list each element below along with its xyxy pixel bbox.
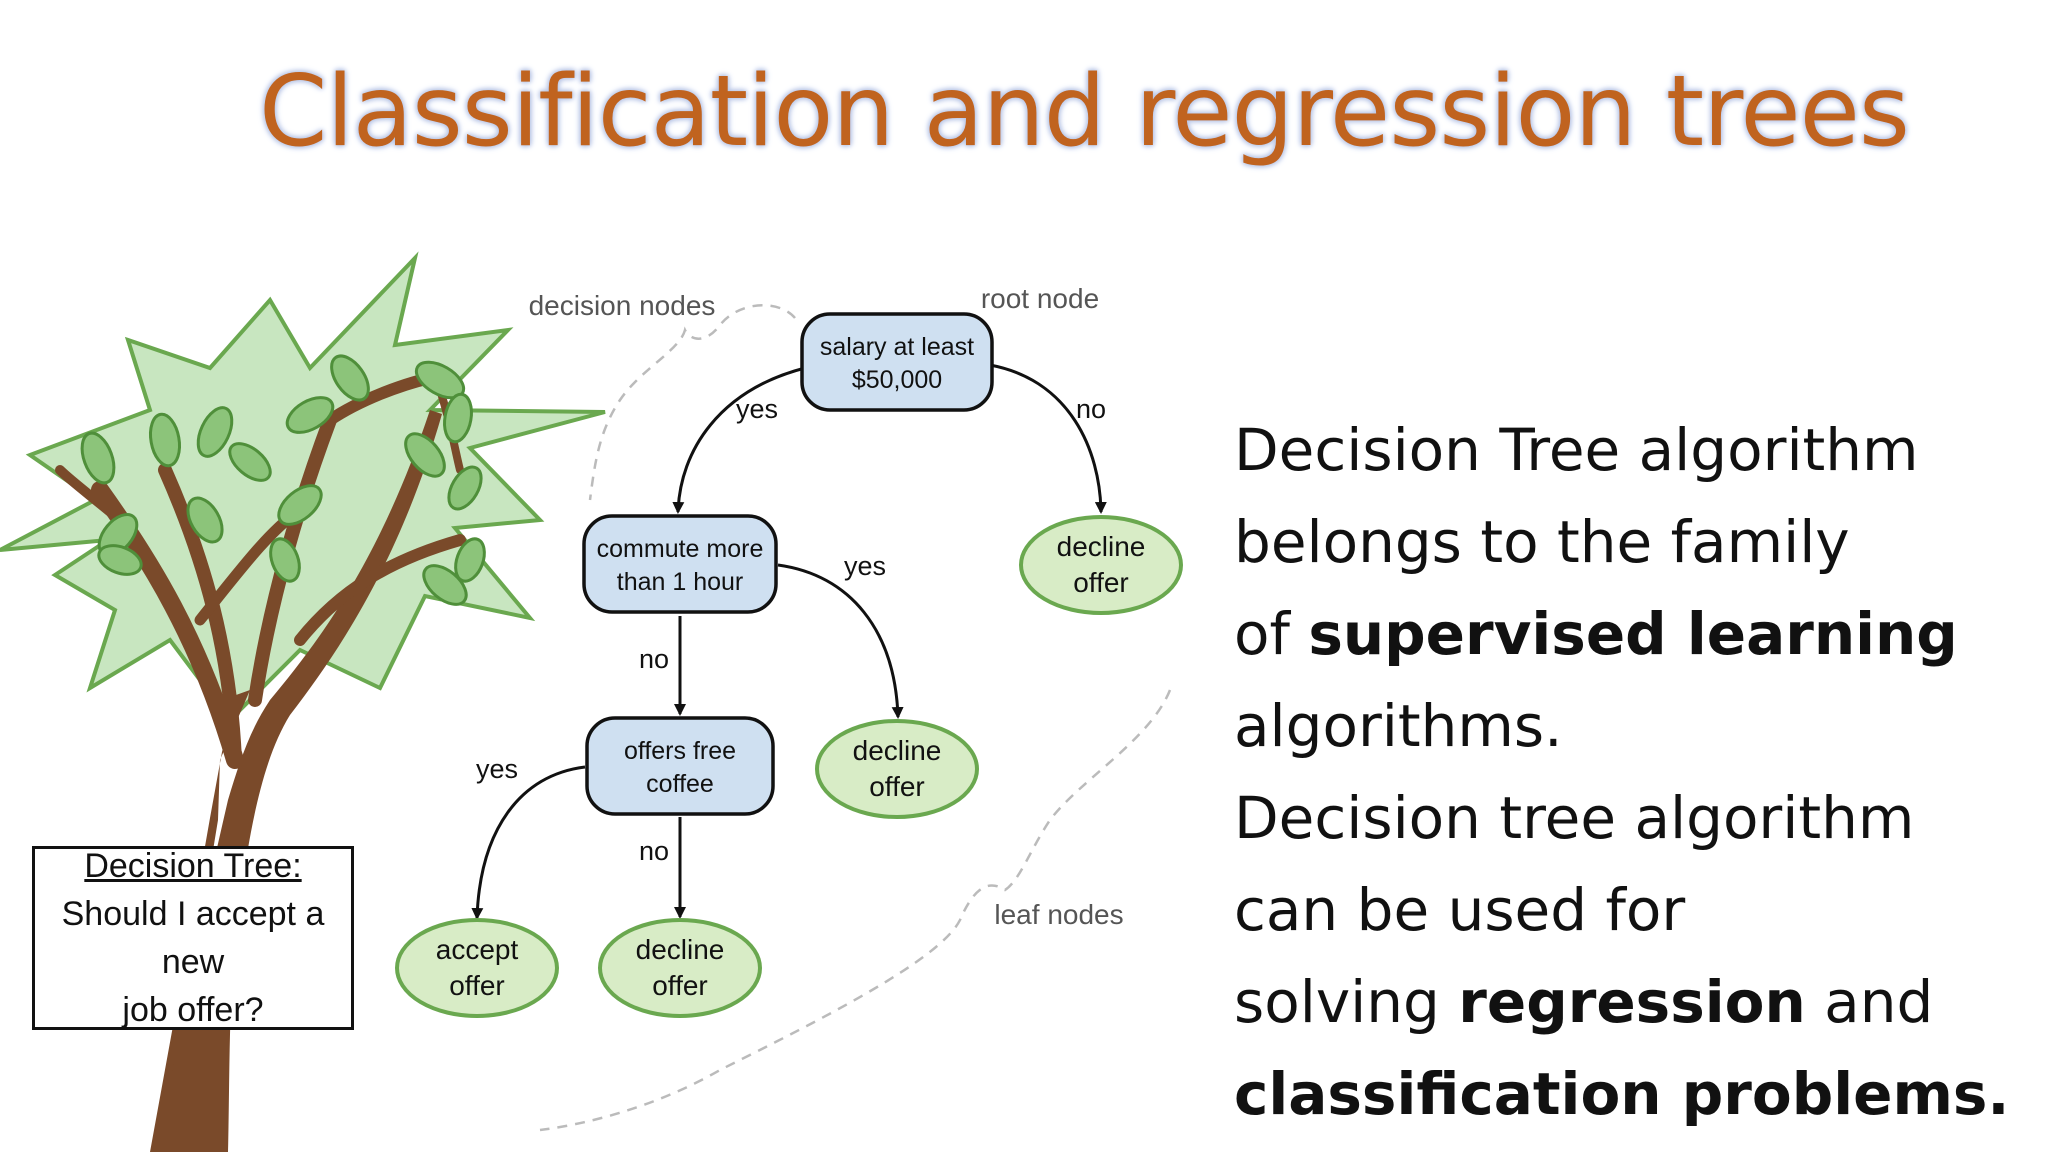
edge-label-commute-no: no (639, 644, 669, 674)
edge-label-root-yes: yes (736, 394, 778, 424)
body-line-7: solving regression and (1234, 956, 2034, 1048)
leaf-accept: accept offer (395, 918, 559, 1018)
commute-node-line1: commute more (597, 535, 764, 563)
leaf-decline-1: decline offer (1019, 515, 1183, 615)
root-node-line1: salary at least (820, 333, 974, 361)
body-line-7-prefix: solving (1234, 968, 1459, 1036)
edge-label-coffee-yes: yes (476, 754, 518, 784)
leaf-decline-2-line1: decline (853, 735, 942, 766)
caption-title: Decision Tree: (84, 847, 302, 885)
leaf-decline-3: decline offer (598, 918, 762, 1018)
coffee-node-line1: offers free (624, 737, 736, 765)
body-line-8: classification problems. (1234, 1048, 2034, 1140)
leaf-decline-1-line2: offer (1073, 567, 1129, 598)
body-line-5: Decision tree algorithm (1234, 784, 1915, 852)
leaf-accept-line1: accept (436, 934, 519, 965)
body-line-1: Decision Tree algorithm (1234, 416, 1919, 484)
leaf-decline-2-line2: offer (869, 771, 925, 802)
edge-root-no (989, 363, 1107, 514)
body-text: Decision Tree algorithm belongs to the f… (1234, 404, 2034, 1140)
decision-nodes-label: decision nodes (529, 290, 716, 321)
leaf-decline-1-line1: decline (1057, 531, 1146, 562)
edge-commute-yes (777, 563, 904, 719)
diagram-caption-box: Decision Tree: Should I accept a new job… (32, 846, 354, 1030)
root-node: salary at least $50,000 (800, 312, 994, 412)
leaf-nodes-label: leaf nodes (994, 899, 1123, 930)
body-line-6: can be used for (1234, 876, 1686, 944)
slide-title: Classification and regression trees (259, 55, 1910, 169)
body-line-3: of supervised learning (1234, 588, 2034, 680)
commute-node-line2: than 1 hour (617, 568, 744, 596)
caption-line2: job offer? (122, 991, 264, 1029)
decision-nodes-brace (588, 304, 796, 501)
root-node-label: root node (981, 283, 1099, 314)
coffee-node-line2: coffee (646, 770, 714, 798)
leaf-decline-3-line2: offer (652, 970, 708, 1001)
body-line-3-prefix: of (1234, 600, 1309, 668)
leaf-nodes-brace (539, 689, 1172, 1132)
leaf-decline-2: decline offer (815, 719, 979, 819)
leaf-accept-line2: offer (449, 970, 505, 1001)
root-node-line2: $50,000 (852, 366, 942, 394)
edge-coffee-yes (471, 765, 586, 920)
edge-root-yes (672, 366, 806, 514)
edge-label-coffee-no: no (639, 836, 669, 866)
supervised-learning-emphasis: supervised learning (1308, 600, 1958, 668)
coffee-node: offers free coffee (585, 716, 775, 816)
tree-leaves (80, 354, 486, 606)
leaf-decline-3-line1: decline (636, 934, 725, 965)
classification-problems-emphasis: classification problems. (1234, 1060, 2010, 1128)
commute-node: commute more than 1 hour (582, 514, 778, 614)
regression-emphasis: regression (1458, 968, 1806, 1036)
body-line-7-suffix: and (1805, 968, 1934, 1036)
body-line-4: algorithms. (1234, 692, 1563, 760)
edge-label-commute-yes: yes (844, 551, 886, 581)
edge-label-root-no: no (1076, 394, 1106, 424)
caption-line1: Should I accept a new (61, 895, 325, 981)
body-line-2: belongs to the family (1234, 508, 1850, 576)
